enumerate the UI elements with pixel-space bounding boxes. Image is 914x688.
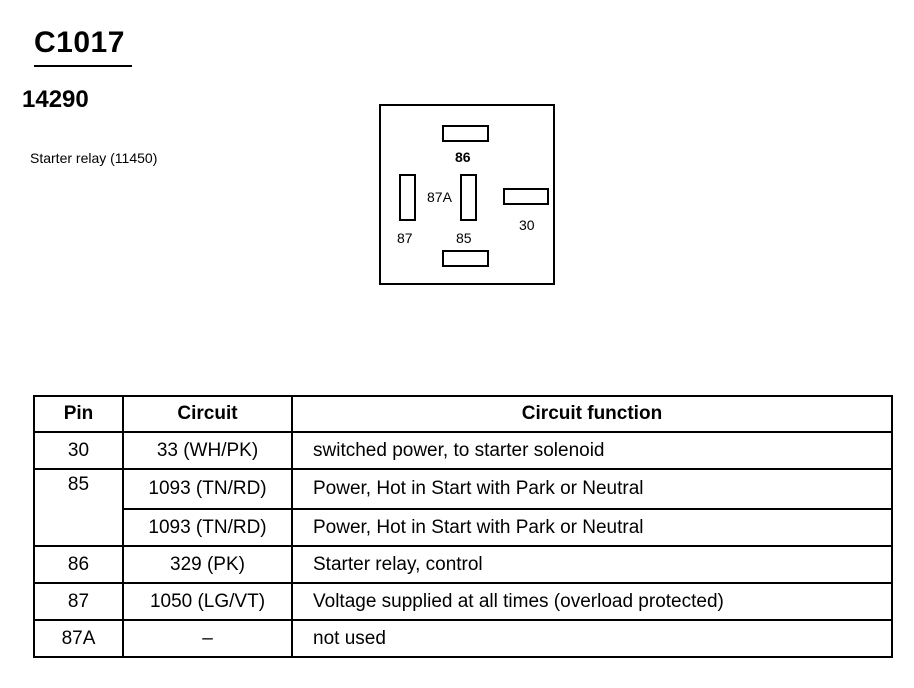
connector-id: C1017 [34,26,125,59]
row-function: Voltage supplied at all times (overload … [291,582,893,621]
terminal-85 [442,250,489,267]
terminal-86 [442,125,489,142]
row-pin: 85 [33,468,124,509]
pin-label-30: 30 [519,217,535,233]
table-row: 86 329 (PK) Starter relay, control [33,545,893,584]
pin-label-87a: 87A [427,189,452,205]
pin-label-87: 87 [397,230,413,246]
row-function: switched power, to starter solenoid [291,431,893,470]
row-circuit: – [122,619,293,658]
row-function: Power, Hot in Start with Park or Neutral [291,508,893,547]
pin-label-86: 86 [455,149,471,165]
terminal-87 [399,174,416,221]
table-row: 87A – not used [33,619,893,658]
connector-id-underline [34,65,132,67]
row-pin: 87A [33,619,124,658]
table-row: 1093 (TN/RD) Power, Hot in Start with Pa… [33,508,893,547]
table-row: 85 1093 (TN/RD) Power, Hot in Start with… [33,468,893,510]
pin-label-85: 85 [456,230,472,246]
row-function: Power, Hot in Start with Park or Neutral [291,468,893,510]
header-pin: Pin [33,395,124,433]
row-circuit: 329 (PK) [122,545,293,584]
row-pin: 86 [33,545,124,584]
header-circuit-function: Circuit function [291,395,893,433]
pin-table: Pin Circuit Circuit function 30 33 (WH/P… [33,395,893,658]
table-header-row: Pin Circuit Circuit function [33,395,893,433]
row-circuit: 1093 (TN/RD) [122,508,293,547]
row-pin: 30 [33,431,124,470]
relay-connector-diagram: 86 87 87A 85 30 [379,104,555,285]
header-circuit: Circuit [122,395,293,433]
row-function: not used [291,619,893,658]
part-number: 14290 [22,86,89,113]
table-row: 87 1050 (LG/VT) Voltage supplied at all … [33,582,893,621]
component-name: Starter relay (11450) [30,150,158,166]
row-pin [33,509,124,547]
row-function: Starter relay, control [291,545,893,584]
terminal-30 [503,188,549,205]
row-circuit: 1093 (TN/RD) [122,468,293,510]
table-row: 30 33 (WH/PK) switched power, to starter… [33,431,893,470]
row-circuit: 33 (WH/PK) [122,431,293,470]
row-pin: 87 [33,582,124,621]
terminal-87a [460,174,477,221]
row-circuit: 1050 (LG/VT) [122,582,293,621]
